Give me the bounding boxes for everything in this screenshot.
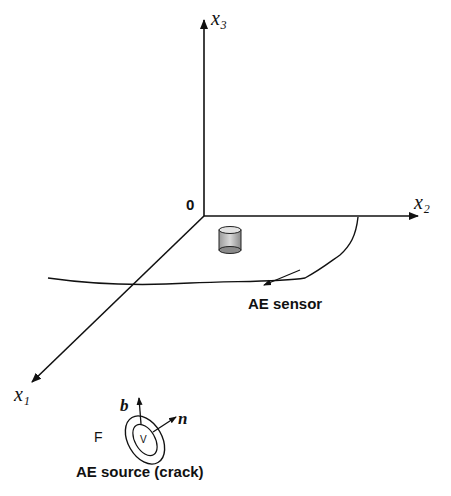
slip-vector-arrow (139, 398, 141, 424)
vector-label: n (178, 410, 187, 427)
sensor-label: AE sensor (248, 296, 322, 311)
x3-axis (203, 20, 205, 216)
crack-symbol (117, 409, 172, 471)
axis-label: x₃ (211, 8, 227, 28)
x1-axis (32, 216, 204, 382)
axis-label: x₁ (14, 384, 30, 404)
x2-axis (204, 215, 418, 217)
source-label: AE source (crack) (76, 464, 204, 479)
surface-outline (48, 217, 358, 284)
origin-label: 0 (186, 197, 194, 212)
vector-label: b (120, 397, 129, 414)
sensor-symbol (219, 227, 241, 254)
axis-label: x₂ (414, 192, 430, 212)
normal-vector-arrow (153, 417, 176, 432)
leader-line (264, 270, 300, 285)
region-label: F (94, 430, 103, 444)
volume-label: V (140, 435, 147, 445)
